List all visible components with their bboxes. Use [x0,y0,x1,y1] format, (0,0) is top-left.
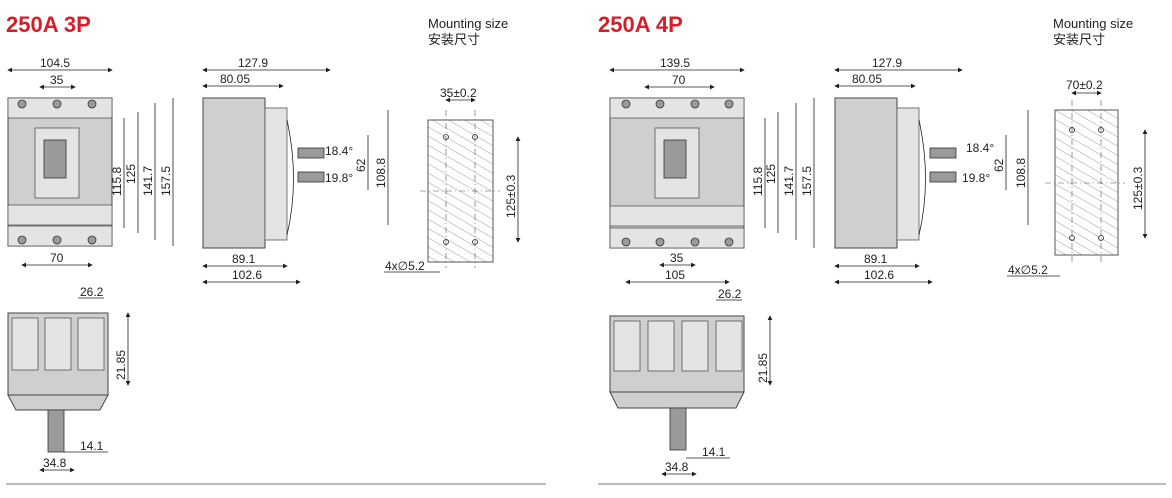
dim-handle-3p: 62 [354,158,368,172]
dim-base2-4p: 102.6 [864,268,894,282]
dim-body-h-3p: 108.8 [374,158,388,188]
dim-h4-4p: 157.5 [800,166,814,196]
dim-pole-pitch-4p: 70 [672,73,686,87]
dim-terminal-height-3p: 21.85 [114,350,128,380]
dim-angle1-4p: 18.4° [966,141,994,155]
title-3p: 250A 3P [6,12,91,37]
caption-cn-3p: 安装尺寸 [428,32,480,47]
side-view-4p [834,97,957,249]
dim-terminal-height-4p: 21.85 [756,353,770,383]
front-view-3p [7,97,113,247]
dim-pole-pitch-3p: 35 [50,73,64,87]
dim-h2-4p: 125 [764,164,778,184]
caption-en-3p: Mounting size [428,16,508,31]
dim-terminal-width-3p: 34.8 [43,456,67,470]
panel-4p: 250A 4P Mounting size 安装尺寸 139.5 70 35 1… [598,12,1166,485]
dim-front-width-4p: 139.5 [660,56,690,70]
dim-terminal-pitch-3p: 26.2 [80,285,104,299]
dim-terminal-width-4p: 34.8 [665,460,689,474]
dim-bottom1-4p: 35 [670,251,684,265]
dim-vertical-3p: 125±0.3 [504,174,518,218]
dim-angle2-4p: 19.8° [962,171,990,185]
dim-terminal-offset-3p: 14.1 [80,439,104,453]
dim-vertical-4p: 125±0.3 [1131,166,1145,210]
dim-bottom2-4p: 105 [665,268,685,282]
dim-body-h-4p: 108.8 [1014,158,1028,188]
dim-depth-front-4p: 80.05 [852,72,882,86]
dim-base1-4p: 89.1 [864,252,888,266]
dim-h3-3p: 141.7 [141,166,155,196]
dim-front-width-3p: 104.5 [40,56,70,70]
dim-handle-4p: 62 [992,158,1006,172]
dim-base1-3p: 89.1 [232,252,256,266]
dim-h2-3p: 125 [124,164,138,184]
dim-depth-total-3p: 127.9 [238,56,268,70]
dim-angle1-3p: 18.4° [325,144,353,158]
side-view-3p [202,97,325,249]
dim-h1-4p: 115.8 [751,167,765,196]
mounting-view-3p [420,110,500,268]
dim-h4-3p: 157.5 [159,166,173,196]
dim-holes-4p: 4x∅5.2 [1008,263,1048,277]
dim-hole-pitch-3p: 35±0.2 [440,86,477,100]
caption-cn-4p: 安装尺寸 [1053,32,1105,47]
front-view-4p [609,97,745,249]
terminal-view-3p [7,312,109,453]
dim-base2-3p: 102.6 [232,268,262,282]
title-4p: 250A 4P [598,12,683,37]
dim-angle2-3p: 19.8° [325,171,353,185]
dim-terminal-offset-4p: 14.1 [702,445,726,459]
dim-depth-front-3p: 80.05 [220,72,250,86]
dim-h1-3p: 115.8 [110,167,124,196]
dim-holes-3p: 4x∅5.2 [385,259,425,273]
mounting-view-4p [1045,100,1125,262]
panel-3p: 250A 3P Mounting size 安装尺寸 104.5 35 70 1… [6,12,546,485]
dim-hole-pitch-4p: 70±0.2 [1066,78,1103,92]
caption-en-4p: Mounting size [1053,16,1133,31]
terminal-view-4p [609,315,745,451]
dim-depth-total-4p: 127.9 [872,56,902,70]
dim-terminal-pitch-4p: 26.2 [718,287,742,301]
dim-h3-4p: 141.7 [782,166,796,196]
dim-bottom-3p: 70 [50,251,64,265]
